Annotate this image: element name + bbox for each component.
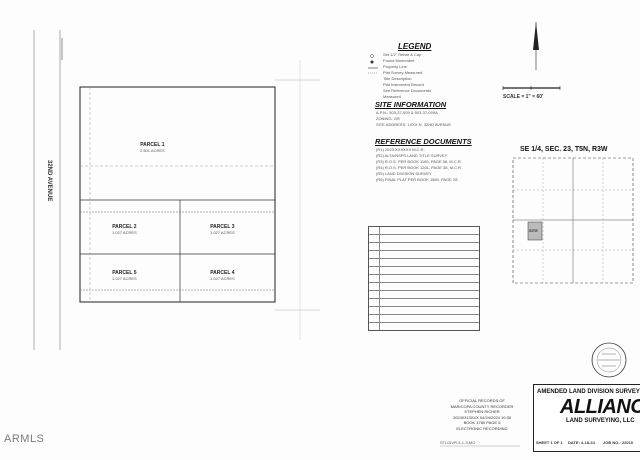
sheet-number: SHEET 1 OF 1 [536, 440, 563, 445]
job-number: JOB NO.: 22010 [603, 440, 634, 445]
legend-item: See Reference Documents [383, 88, 432, 93]
company-subtitle: LAND SURVEYING, LLC [566, 418, 635, 424]
reference-line: (R4) R.O.S. PER BOOK 1201, PAGE 38, M.C.… [376, 165, 463, 170]
reference-docs-title: REFERENCE DOCUMENTS [375, 137, 472, 146]
road-label: 32ND AVENUE [46, 160, 52, 202]
vicinity-site-label: SITE [529, 228, 538, 233]
property-boundary [79, 86, 276, 303]
legend-item: Plat Instrument Record [383, 82, 424, 87]
recording-block: OFFICIAL RECORDS OF MARICOPA COUNTY RECO… [450, 398, 514, 431]
surveyor-seal [591, 342, 627, 378]
reference-line: (R3) R.O.S. PER BOOK 1165, PAGE 36, M.C.… [376, 159, 462, 164]
legend-item: Title Description [383, 76, 412, 81]
legend-item: Measured [383, 94, 401, 99]
sheet-date: DATE: 4-18-24 [568, 440, 595, 445]
vicinity-site-box [527, 221, 543, 241]
reference-line: (R1) 2023-XXXXXX M.C.R. [376, 147, 425, 152]
watermark: ARMLS [4, 433, 45, 445]
site-info-line: SITE ADDRESS: 1XXX N. 32ND AVENUE [376, 122, 452, 127]
site-info-line: A.P.N.: 503-37-009 & 503-37-009A [376, 110, 438, 115]
legend-item: Found Monument [383, 58, 415, 63]
legend-title: LEGEND [398, 42, 432, 51]
legend-item: Set 1/2" Rebar & Cap [383, 52, 422, 57]
scale-text: SCALE = 1" = 60' [503, 94, 544, 100]
legend-item: Plat Survey Measured [383, 70, 423, 75]
title-block-heading: AMENDED LAND DIVISION SURVEY [537, 389, 640, 395]
drawing-reference: STLDIVR-5-1-3-MO [440, 440, 476, 445]
company-logo: ALLIANCE [560, 396, 640, 418]
vicinity-map-title: SE 1/4, SEC. 23, T5N, R3W [520, 146, 608, 153]
reference-line: (R5) LAND DIVISION SURVEY [376, 171, 432, 176]
legend-item: Property Line [383, 64, 407, 69]
site-info-line: ZONING: GR [376, 116, 400, 121]
monument-table [368, 226, 480, 331]
title-block [533, 384, 640, 452]
site-info-title: SITE INFORMATION [375, 100, 447, 109]
reference-line: (R6) FINAL PLAT PER BOOK 1580, PAGE 28 [376, 177, 458, 182]
reference-line: (R2) ALTA/NSPS LAND TITLE SURVEY [376, 153, 448, 158]
